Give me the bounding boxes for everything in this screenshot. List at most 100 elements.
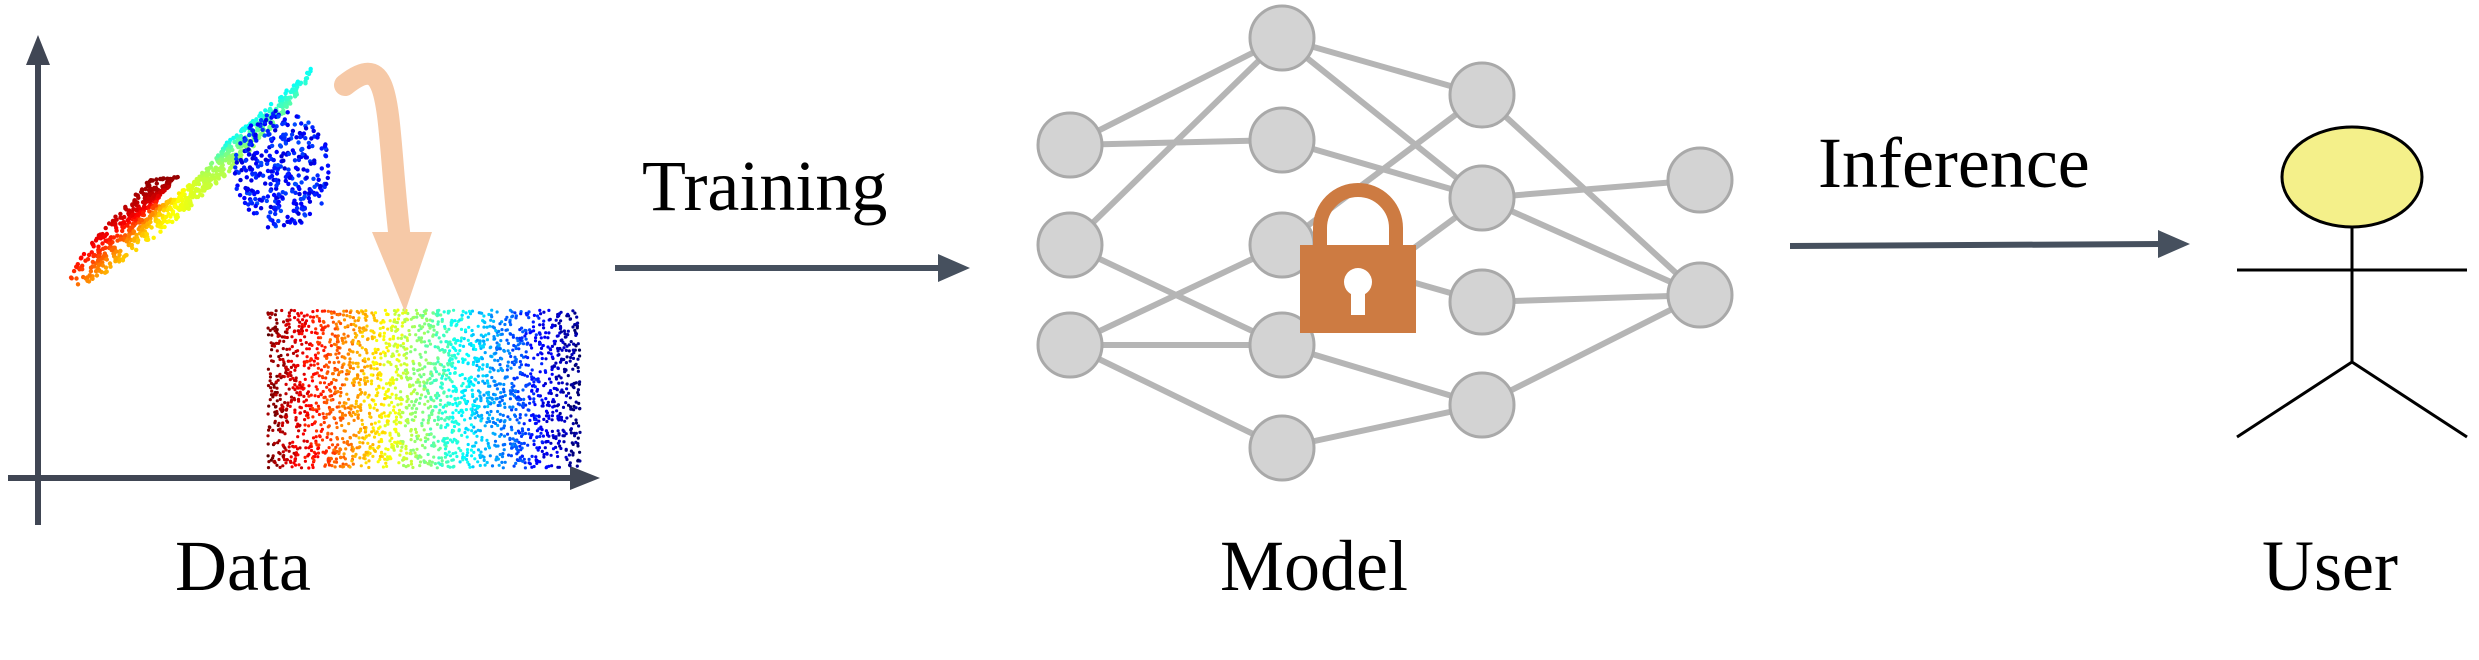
scatter-point — [341, 437, 345, 441]
scatter-point — [522, 397, 526, 401]
scatter-point — [419, 355, 423, 359]
scatter-point — [509, 366, 513, 370]
scatter-point — [436, 360, 440, 364]
scatter-point — [555, 450, 559, 454]
scatter-point — [441, 439, 445, 443]
scatter-point — [479, 396, 483, 400]
scatter-point — [298, 196, 304, 202]
scatter-point — [395, 349, 399, 353]
scatter-point — [480, 438, 484, 442]
scatter-point — [310, 143, 315, 149]
scatter-point — [530, 433, 534, 437]
scatter-point — [286, 137, 291, 142]
scatter-point — [291, 351, 296, 355]
scatter-point — [428, 381, 433, 385]
scatter-point — [534, 421, 538, 425]
scatter-point — [277, 143, 283, 148]
scatter-point — [219, 151, 224, 156]
scatter-point — [557, 432, 561, 436]
scatter-point — [288, 404, 292, 408]
scatter-point — [281, 223, 287, 228]
scatter-point — [307, 384, 311, 388]
scatter-point — [532, 442, 536, 447]
scatter-point — [447, 417, 451, 421]
scatter-point — [274, 318, 278, 322]
scatter-point — [339, 418, 343, 422]
scatter-point — [437, 394, 441, 398]
scatter-point — [565, 314, 569, 318]
scatter-point — [314, 327, 318, 331]
scatter-point — [456, 396, 460, 400]
scatter-point — [435, 422, 439, 426]
scatter-point — [299, 201, 304, 206]
scatter-point — [560, 338, 564, 342]
scatter-point — [297, 330, 301, 334]
scatter-point — [290, 335, 294, 339]
scatter-point — [500, 332, 504, 336]
scatter-point — [471, 465, 475, 469]
scatter-point — [426, 361, 430, 365]
scatter-point — [389, 326, 393, 330]
scatter-point — [364, 309, 368, 313]
scatter-point — [254, 138, 259, 143]
scatter-point — [399, 390, 403, 394]
scatter-point — [295, 79, 301, 84]
scatter-point — [391, 354, 396, 358]
scatter-point — [358, 329, 362, 333]
scatter-point — [295, 84, 300, 90]
scatter-point — [438, 462, 443, 466]
scatter-point — [285, 319, 290, 323]
network-edge — [1068, 242, 1284, 348]
scatter-point — [405, 420, 410, 424]
scatter-point — [528, 401, 532, 405]
scatter-point — [152, 187, 157, 192]
scatter-point — [497, 463, 501, 467]
scatter-point — [363, 359, 367, 364]
scatter-point — [303, 126, 309, 131]
scatter-point — [392, 420, 396, 424]
scatter-point — [285, 110, 290, 115]
scatter-point — [326, 425, 330, 429]
scatter-point — [210, 173, 215, 178]
scatter-point — [445, 404, 449, 408]
scatter-point — [510, 428, 514, 432]
scatter-point — [179, 202, 185, 207]
network-edge — [1479, 92, 1703, 298]
scatter-point — [413, 410, 418, 414]
scatter-point — [424, 358, 428, 362]
scatter-point — [486, 417, 490, 421]
scatter-point — [565, 382, 569, 386]
scatter-point — [155, 194, 161, 199]
scatter-point — [226, 149, 232, 154]
scatter-point — [329, 389, 333, 393]
scatter-point — [465, 385, 469, 389]
scatter-point — [386, 327, 390, 331]
scatter-point — [517, 431, 522, 435]
scatter-point — [460, 317, 464, 321]
scatter-point — [469, 375, 473, 379]
scatter-point — [276, 192, 281, 197]
scatter-point — [315, 314, 319, 318]
scatter-point — [452, 424, 457, 429]
scatter-point — [532, 464, 536, 469]
scatter-point — [382, 320, 386, 324]
scatter-point — [316, 404, 320, 408]
scatter-point — [299, 338, 303, 342]
scatter-point — [457, 401, 462, 405]
scatter-point — [397, 420, 401, 424]
scatter-point — [466, 315, 470, 319]
scatter-point — [242, 200, 248, 206]
scatter-point — [143, 186, 148, 192]
scatter-point — [436, 415, 440, 419]
scatter-point — [372, 406, 376, 410]
scatter-point — [215, 153, 221, 158]
scatter-point — [272, 383, 276, 387]
scatter-point — [415, 315, 419, 319]
scatter-point — [498, 412, 502, 416]
scatter-point — [490, 464, 495, 468]
scatter-point — [470, 429, 474, 433]
scatter-point — [436, 439, 440, 443]
scatter-point — [264, 198, 269, 204]
scatter-point — [227, 169, 232, 174]
scatter-point — [536, 353, 540, 357]
